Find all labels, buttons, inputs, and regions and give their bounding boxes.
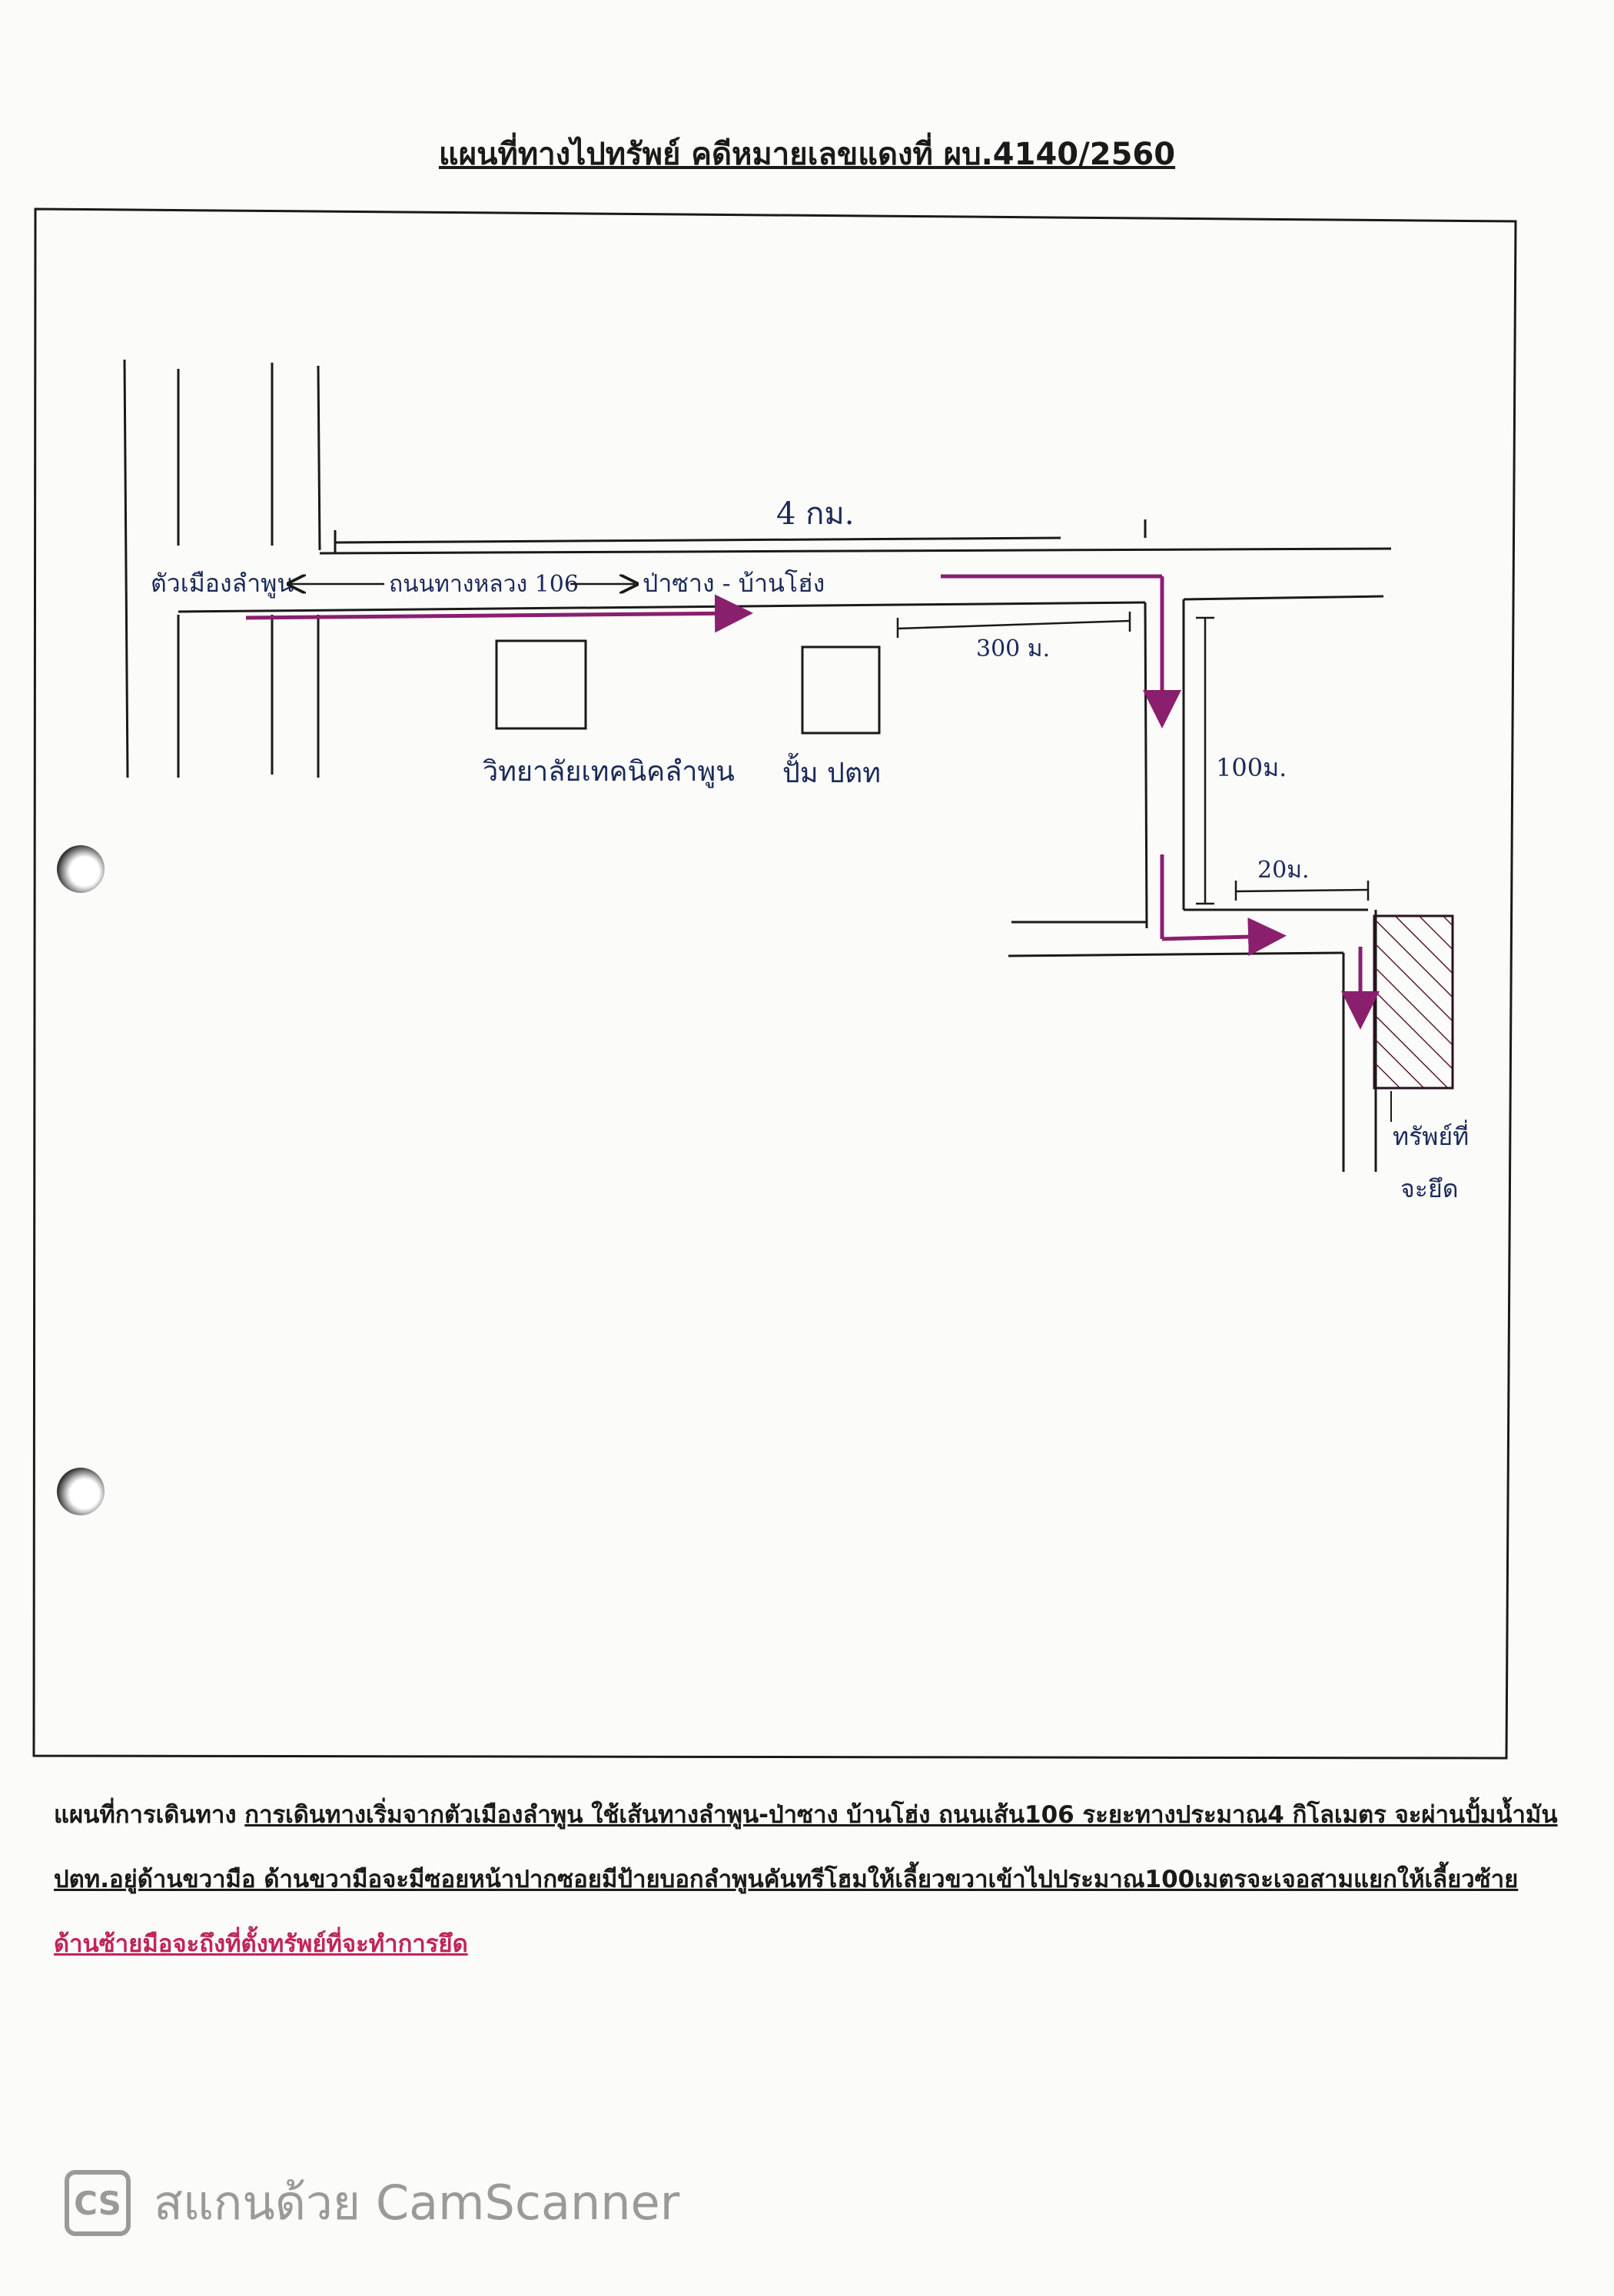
soi-top-edge <box>1183 595 1384 601</box>
property-label-line2: จะยึด <box>1400 1174 1458 1203</box>
distance-4km-line <box>334 519 1147 553</box>
gas-station-label: ปั้ม ปตท <box>782 752 881 789</box>
distance-20m-label: 20ม. <box>1257 857 1310 884</box>
description-prefix: แผนที่การเดินทาง <box>54 1801 245 1829</box>
gas-station-building <box>801 645 881 735</box>
distance-4km-label: 4 กม. <box>776 496 854 532</box>
route-description: แผนที่การเดินทาง การเดินทางเริ่มจากตัวเม… <box>54 1783 1560 1976</box>
binder-hole-bottom <box>57 1468 105 1515</box>
distance-300m-label: 300 ม. <box>976 635 1050 662</box>
cross-road <box>123 359 321 778</box>
description-highlight: ด้านซ้ายมือจะถึงที่ตั้งทรัพย์ที่จะทำการย… <box>54 1930 468 1958</box>
soi-left-edge <box>1144 602 1148 929</box>
property-parcel <box>1373 914 1454 1090</box>
main-road-bottom-edge <box>178 601 1146 613</box>
main-road <box>178 547 1392 1172</box>
travel-route <box>245 574 1380 1030</box>
origin-label: ตัวเมืองลำพูน <box>151 569 294 599</box>
camscanner-text: สแกนด้วย CamScanner <box>154 2175 680 2231</box>
college-building <box>495 639 587 730</box>
camscanner-watermark: CS สแกนด้วย CamScanner <box>65 2168 679 2238</box>
main-road-top-edge <box>319 547 1392 555</box>
map-frame-border <box>32 207 1517 1760</box>
road-label: ถนนทางหลวง 106 <box>389 571 579 598</box>
destination-label: ป่าซาง - บ้านโฮ่ง <box>643 569 825 598</box>
college-label: วิทยาลัยเทคนิคลำพูน <box>483 756 735 788</box>
cross-road-edge <box>123 359 129 778</box>
cross-road-edge <box>317 365 321 551</box>
distance-100m-label: 100ม. <box>1216 753 1287 782</box>
distance-20m-line <box>1234 881 1370 901</box>
property-label-line1: ทรัพย์ที่ <box>1393 1120 1469 1151</box>
camscanner-logo-icon: CS <box>65 2170 131 2236</box>
distance-100m-line <box>1196 616 1214 905</box>
distance-300m-line <box>896 612 1131 638</box>
route-segment-lane <box>1161 917 1287 957</box>
lane-lower-edge <box>1008 951 1344 957</box>
description-body: การเดินทางเริ่มจากตัวเมืองลำพูน ใช้เส้นท… <box>54 1801 1558 1893</box>
route-segment-main <box>245 594 753 633</box>
map-title: แผนที่ทางไปทรัพย์ คดีหมายเลขแดงที่ ผบ.41… <box>438 137 1176 172</box>
binder-hole-top <box>57 845 105 893</box>
